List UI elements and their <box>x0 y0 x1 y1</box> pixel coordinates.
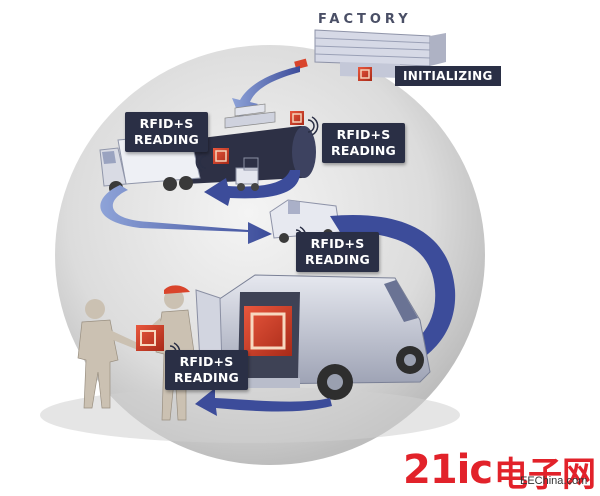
station-label-line2: READING <box>331 143 396 158</box>
handoff-parcel-icon <box>136 325 164 351</box>
conveyor-pipe <box>185 103 316 184</box>
forklift-icon <box>235 157 259 191</box>
conveyor-rfid-tag-icon <box>290 111 304 125</box>
flow-arrow-factory <box>232 66 300 118</box>
watermark-cn: 电子网 <box>494 455 596 495</box>
flow-arrow-to-customer <box>195 388 332 416</box>
station-label-truck: RFID+S READING <box>125 112 208 152</box>
factory-title: FACTORY <box>318 12 412 27</box>
flow-arrow-truck-to-van <box>100 185 272 244</box>
station-label-line1: RFID+S <box>310 236 365 251</box>
watermark-brand: 21ic <box>403 447 493 493</box>
station-label-line2: READING <box>174 370 239 385</box>
station-label-van: RFID+S READING <box>296 232 379 272</box>
station-label-line1: RFID+S <box>179 354 234 369</box>
station-label-line1: RFID+S <box>139 116 194 131</box>
station-label-line2: READING <box>305 252 370 267</box>
station-label-line2: READING <box>134 132 199 147</box>
truck-rfid-tag-icon <box>213 148 229 164</box>
customer-figure <box>77 299 140 409</box>
watermark-site: EEChina.com <box>520 475 588 487</box>
station-label-conveyor: RFID+S READING <box>322 123 405 163</box>
initializing-label: INITIALIZING <box>395 66 501 86</box>
van-cargo-box-icon <box>244 306 292 356</box>
station-label-delivery: RFID+S READING <box>165 350 248 390</box>
factory-rfid-tag-icon <box>358 67 372 81</box>
station-label-line1: RFID+S <box>336 127 391 142</box>
floor-shadow <box>40 387 460 443</box>
